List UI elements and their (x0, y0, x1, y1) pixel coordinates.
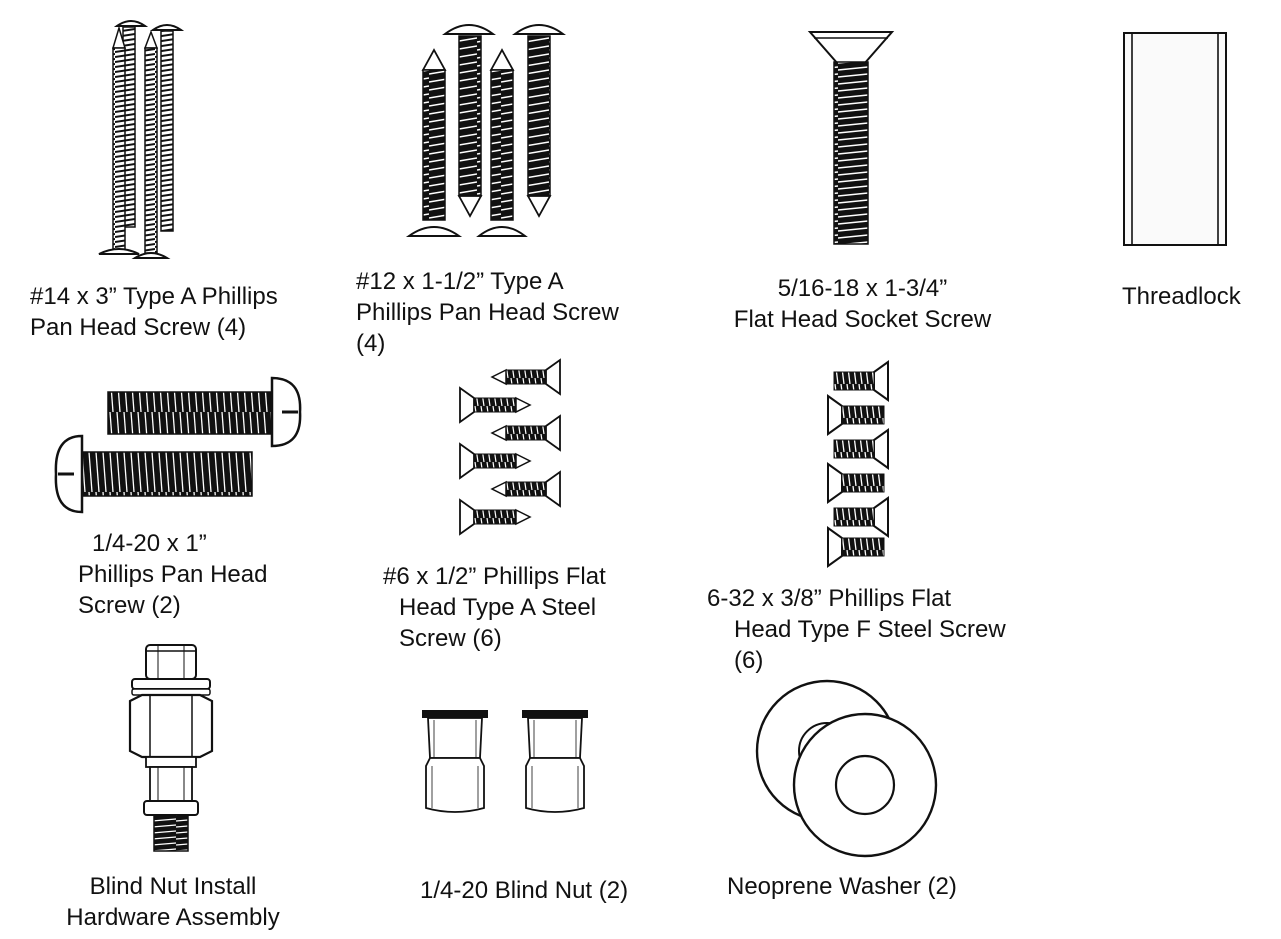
threadlock-tube-icon (1123, 32, 1227, 246)
part-label: 6-32 x 3/8” Phillips Flat Head Type F St… (707, 583, 1006, 676)
part-label: #6 x 1/2” Phillips Flat Head Type A Stee… (383, 561, 606, 654)
part-label: 1/4-20 Blind Nut (2) (420, 875, 628, 906)
label-line: Blind Nut Install (89, 873, 257, 900)
part-label: 1/4-20 x 1” Phillips Pan Head Screw (2) (78, 528, 267, 621)
label-line: 1/4-20 Blind Nut (2) (420, 877, 629, 904)
label-line: 1/4-20 x 1” (92, 530, 207, 557)
blind-nut-icon (422, 710, 588, 813)
label-line: #6 x 1/2” Phillips Flat (383, 563, 606, 590)
part-label: 5/16-18 x 1-3/4” Flat Head Socket Screw (725, 273, 1000, 335)
part-label: Neoprene Washer (2) (727, 871, 957, 902)
label-line: Screw (2) (78, 592, 181, 619)
label-line: 5/16-18 x 1-3/4” (777, 275, 948, 302)
label-line: Head Type F Steel Screw (734, 616, 1006, 643)
pan-head-screw-icon (405, 24, 567, 237)
label-line: Hardware Assembly (66, 904, 280, 931)
label-line: Head Type A Steel (399, 594, 597, 621)
label-line: Flat Head Socket Screw (733, 306, 992, 333)
label-line: Screw (6) (399, 625, 502, 652)
machine-pan-head-screw-icon (54, 376, 302, 514)
label-line: Phillips Pan Head (78, 561, 268, 588)
label-line: Pan Head Screw (4) (30, 314, 247, 341)
washer-icon (755, 679, 938, 858)
long-pan-head-screw-icon (98, 20, 185, 259)
part-label: #12 x 1-1/2” Type A Phillips Pan Head Sc… (356, 266, 619, 359)
flat-head-machine-screw-icon (827, 360, 889, 568)
part-label: Threadlock (1122, 281, 1241, 312)
label-line: #12 x 1-1/2” Type A (356, 268, 564, 295)
flat-head-screw-icon (459, 358, 561, 536)
flat-head-socket-screw-icon (807, 31, 895, 245)
label-line: Threadlock (1122, 283, 1241, 310)
label-line: (4) (356, 330, 386, 357)
label-line: 6-32 x 3/8” Phillips Flat (707, 585, 952, 612)
blind-nut-tool-icon (128, 644, 214, 852)
label-line: (6) (734, 647, 764, 674)
label-line: Phillips Pan Head Screw (356, 299, 619, 326)
label-line: Neoprene Washer (2) (727, 873, 957, 900)
part-label: #14 x 3” Type A Phillips Pan Head Screw … (30, 281, 278, 343)
label-line: #14 x 3” Type A Phillips (30, 283, 278, 310)
part-label: Blind Nut Install Hardware Assembly (60, 871, 286, 933)
